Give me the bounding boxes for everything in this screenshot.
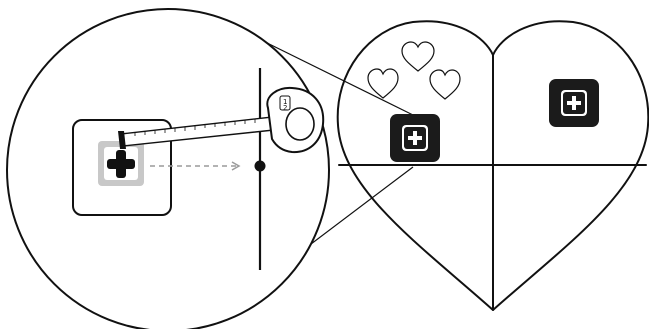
connector-line-top	[254, 36, 414, 116]
tape-lock-button	[279, 95, 291, 111]
heart-tile-right	[549, 79, 599, 127]
tape-hook	[118, 131, 126, 149]
outline-heart-icon	[401, 41, 435, 72]
tape-mark-1: 1	[283, 98, 287, 106]
heart-tile-left	[390, 114, 440, 162]
outline-heart-icon	[367, 68, 399, 99]
tape-case-hub	[285, 107, 315, 141]
move-cross-icon	[107, 150, 135, 178]
tape-ticks	[134, 119, 256, 136]
small-hearts-group	[367, 41, 461, 100]
plus-horizontal	[567, 101, 581, 105]
element-frame	[72, 119, 172, 216]
plus-horizontal	[408, 136, 422, 140]
magnified-view: 1 2	[72, 68, 325, 270]
magnifier-circle	[6, 8, 330, 329]
heart-panel	[336, 20, 649, 311]
tape-mark-2: 2	[283, 104, 287, 112]
outline-heart-icon	[429, 69, 461, 100]
guide-point	[254, 160, 266, 172]
tape-measure-icon: 1 2	[118, 86, 325, 154]
arrow-head-icon	[231, 161, 241, 171]
